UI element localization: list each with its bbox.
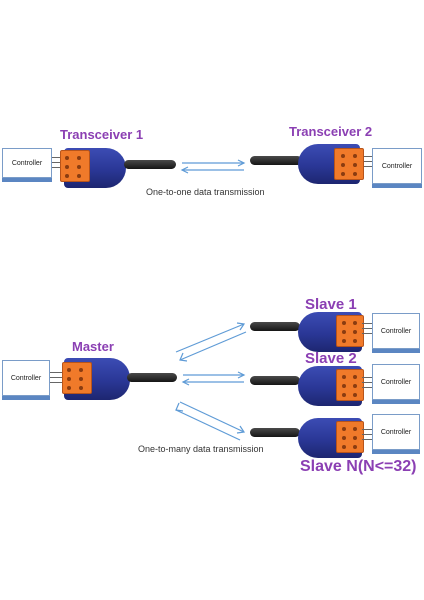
connector-pin (50, 372, 64, 373)
antenna-icon (250, 322, 300, 331)
connector-pin (362, 323, 372, 324)
controller-label: Controller (11, 159, 43, 167)
connector-pin (360, 166, 372, 167)
controller-label: Controller (381, 162, 413, 170)
terminal-block-icon (336, 369, 364, 401)
connector-pin (52, 162, 64, 163)
transceiver-2-label: Transceiver 2 (289, 124, 373, 139)
terminal-block-icon (336, 315, 364, 347)
controller-label: Controller (10, 374, 42, 382)
connector-pin (362, 382, 372, 383)
antenna-icon (127, 373, 177, 382)
terminal-block-icon (62, 362, 92, 394)
one-to-one-caption: One-to-one data transmission (146, 187, 265, 197)
connector-pin (362, 439, 372, 440)
connector-pin (360, 156, 372, 157)
connector-pin (52, 167, 64, 168)
one-to-many-caption: One-to-many data transmission (138, 444, 264, 454)
connector-pin (362, 333, 372, 334)
connector-pin (362, 328, 372, 329)
connector-pin (360, 161, 372, 162)
terminal-block-icon (334, 148, 364, 180)
connector-pin (362, 434, 372, 435)
connector-pin (362, 429, 372, 430)
controller-label: Controller (380, 378, 412, 386)
controller-box-master: Controller (2, 360, 50, 396)
controller-label: Controller (380, 428, 412, 436)
antenna-icon (250, 428, 300, 437)
terminal-block-icon (336, 421, 364, 453)
master-label: Master (72, 339, 114, 354)
controller-box-slave-n: Controller (372, 414, 420, 450)
slave-n-label: Slave N(N<=32) (300, 458, 417, 475)
double-arrow-icon (181, 371, 246, 386)
antenna-icon (250, 156, 302, 165)
controller-box-slave-2: Controller (372, 364, 420, 400)
double-arrow-icon (175, 401, 246, 441)
controller-box-slave-1: Controller (372, 313, 420, 349)
connector-pin (50, 382, 64, 383)
transceiver-1-label: Transceiver 1 (60, 127, 144, 142)
connector-pin (52, 157, 64, 158)
slave-2-label: Slave 2 (305, 350, 357, 367)
connector-pin (50, 377, 64, 378)
controller-box-right-top: Controller (372, 148, 422, 184)
controller-box-left-top: Controller (2, 148, 52, 178)
double-arrow-icon (180, 159, 246, 174)
antenna-icon (124, 160, 176, 169)
slave-1-label: Slave 1 (305, 296, 357, 313)
connector-pin (362, 377, 372, 378)
antenna-icon (250, 376, 300, 385)
double-arrow-icon (175, 322, 247, 362)
terminal-block-icon (60, 150, 90, 182)
controller-label: Controller (380, 327, 412, 335)
connector-pin (362, 387, 372, 388)
